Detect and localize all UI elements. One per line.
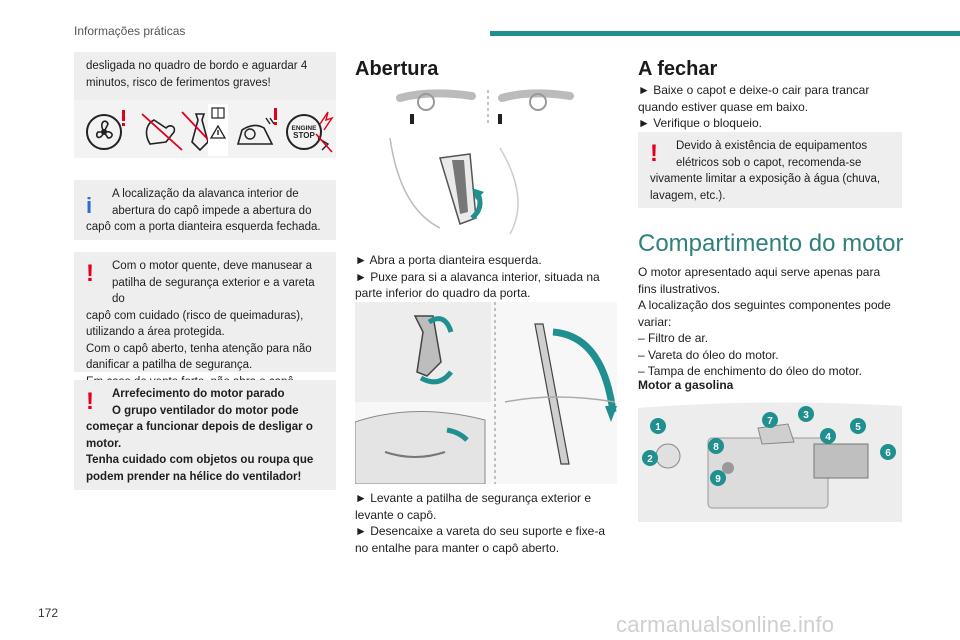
callout-1 [650, 418, 666, 434]
svg-text:7: 7 [767, 416, 773, 427]
watermark: carmanualsonline.info [616, 612, 835, 637]
engine-intro-paragraph: O motor apresentado aqui serve apenas pa… [638, 265, 881, 296]
callout-3 [798, 406, 814, 422]
callout-7 [762, 412, 778, 428]
list-item-air-filter: – Filtro de ar. [638, 331, 709, 345]
list-item-oil-cap: – Tampa de enchimento do óleo do motor. [638, 364, 862, 378]
warning-exclamation-icon: ! [86, 388, 94, 415]
page-number: 172 [38, 606, 59, 620]
fan-warning-icon [80, 104, 132, 156]
info-text-line2: abertura do capô impede a abertura do [112, 204, 312, 217]
illustration-hood-prop [354, 302, 617, 485]
info-text-line3: capô com a porta dianteira esquerda fech… [86, 221, 321, 233]
callout-8 [708, 438, 724, 454]
electrical-warning-line2: elétricos sob o capot, recomenda-se [676, 156, 862, 169]
warning-exclamation-icon: ! [86, 260, 94, 287]
warning-box-electrical: ! Devido à existência de equipamentos el… [638, 132, 902, 208]
closing-steps: ► Baixe o capot e deixe-o cair para tran… [638, 82, 902, 132]
callout-9 [710, 470, 726, 486]
info-box-hood-lever: i A localização da alavanca interior de … [74, 180, 336, 240]
opening-steps-3-4: ► Levante a patilha de segurança exterio… [355, 490, 617, 556]
warning-text-line3: capô com cuidado (risco de queimaduras),… [86, 309, 304, 339]
info-icon: i [86, 193, 93, 218]
step-fix-prop-rod: ► Desencaixe a vareta do seu suporte e f… [355, 524, 606, 555]
section-heading-engine-compartment: Compartimento do motor [638, 230, 904, 257]
warning-continued-text: desligada no quadro de bordo e aguardar … [86, 60, 308, 89]
warning-exclamation-icon: ! [650, 140, 658, 167]
callout-2 [642, 450, 658, 466]
hot-engine-warning-icon [230, 104, 282, 156]
svg-text:2: 2 [647, 454, 653, 465]
warning-text-line1: Com o motor quente, deve manusear a [112, 260, 313, 272]
svg-text:4: 4 [825, 432, 831, 443]
svg-text:ENGINE: ENGINE [292, 125, 318, 132]
engine-illustration: 1 2 3 4 5 6 7 8 9 [638, 398, 902, 522]
warning-box-continued: desligada no quadro de bordo e aguardar … [74, 52, 336, 100]
callout-4 [820, 428, 836, 444]
manual-triangle-icon [208, 104, 228, 156]
warning-box-hot-engine: ! Com o motor quente, deve manusear a pa… [74, 252, 336, 388]
step-pull-lever: ► Puxe para si a alavanca interior, situ… [355, 269, 600, 301]
section-heading-opening: Abertura [355, 58, 439, 80]
section-heading-closing: A fechar [638, 58, 718, 80]
svg-text:9: 9 [715, 474, 721, 485]
warning-box-cooling-fan: ! Arrefecimento do motor parado O grupo … [74, 380, 336, 490]
svg-text:6: 6 [885, 448, 891, 459]
callout-6 [880, 444, 896, 460]
svg-text:1: 1 [655, 422, 661, 433]
no-hand-icon [136, 104, 188, 156]
fan-warning-title: Arrefecimento do motor parado [112, 388, 285, 400]
fan-warning-line1: O grupo ventilador do motor pode [112, 404, 299, 417]
engine-variation-paragraph: A localização dos seguintes componentes … [638, 298, 891, 329]
subheading-petrol-engine: Motor a gasolina [638, 378, 734, 392]
engine-compartment-text: O motor apresentado aqui serve apenas pa… [638, 264, 902, 380]
electrical-warning-line1: Devido à existência de equipamentos [676, 140, 868, 152]
fan-warning-line3: Tenha cuidado com objetos ou roupa que p… [86, 454, 314, 483]
header-accent-bar [490, 31, 960, 36]
svg-text:5: 5 [855, 422, 861, 433]
warning-text-line4: Com o capô aberto, tenha atenção para nã… [86, 342, 312, 372]
step-lower-hood: ► Baixe o capot e deixe-o cair para tran… [638, 83, 870, 114]
running-header: Informações práticas [74, 24, 186, 38]
step-lift-hood: ► Levante a patilha de segurança exterio… [355, 491, 592, 522]
info-text: A localização da alavanca interior de [112, 188, 299, 200]
opening-steps-1-2: ► Abra a porta dianteira esquerda. ► Pux… [355, 252, 617, 302]
electrical-warning-line3: vivamente limitar a exposição à água (ch… [650, 173, 881, 202]
fan-warning-line2: começar a funcionar depois de desligar o… [86, 421, 313, 450]
svg-text:3: 3 [803, 410, 809, 421]
illustration-door-lever [380, 88, 610, 238]
svg-text:STOP: STOP [293, 131, 315, 140]
list-item-dipstick: – Vareta do óleo do motor. [638, 347, 779, 362]
svg-text:8: 8 [713, 442, 719, 453]
callout-5 [850, 418, 866, 434]
step-open-door: ► Abra a porta dianteira esquerda. [355, 253, 542, 267]
step-check-lock: ► Verifique o bloqueio. [638, 116, 762, 130]
warning-text-line2: patilha de segurança exterior e a vareta… [112, 276, 315, 306]
